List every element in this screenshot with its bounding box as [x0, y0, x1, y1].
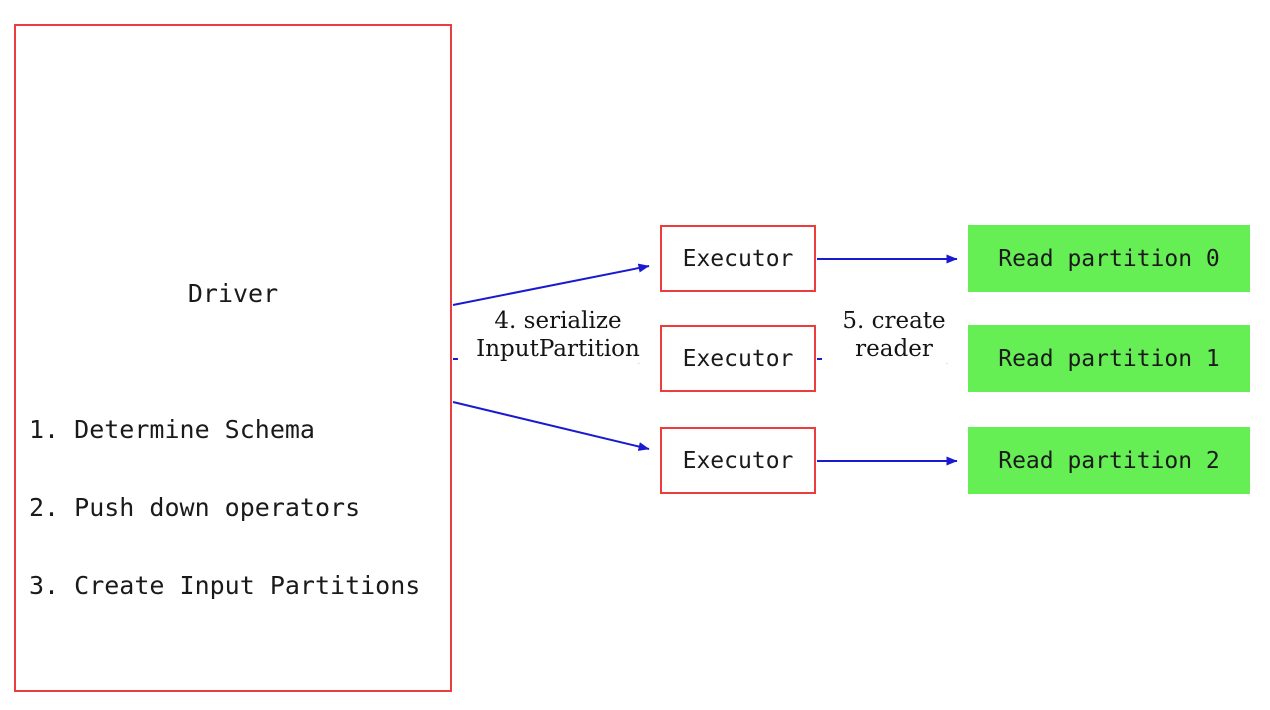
read-partition-node-2[interactable]: Read partition 2: [968, 427, 1250, 494]
edge-label-create-reader-line-2: reader: [855, 336, 933, 362]
executor-node-2[interactable]: Executor: [660, 325, 816, 392]
edge-label-serialize-line-1: 4. serialize: [494, 308, 622, 334]
driver-step-2: 2. Push down operators: [29, 493, 361, 522]
read-partition-node-1[interactable]: Read partition 1: [968, 325, 1250, 392]
executor-node-1[interactable]: Executor: [660, 225, 816, 292]
edge-label-serialize-line-2: InputPartition: [476, 336, 640, 362]
driver-steps-list: 1. Determine Schema 2. Push down operato…: [29, 365, 420, 651]
edge-label-serialize: 4. serialize InputPartition: [458, 307, 658, 363]
edge-label-create-reader: 5. create reader: [822, 307, 966, 363]
driver-step-1: 1. Determine Schema: [29, 415, 315, 444]
driver-title: Driver: [187, 279, 279, 308]
driver-step-3: 3. Create Input Partitions: [29, 571, 421, 600]
edge-driver-to-executor-1: [452, 263, 650, 306]
driver-node[interactable]: Driver 1. Determine Schema 2. Push down …: [14, 24, 452, 692]
edge-label-create-reader-line-1: 5. create: [842, 308, 946, 334]
read-partition-node-0[interactable]: Read partition 0: [968, 225, 1250, 292]
executor-node-3[interactable]: Executor: [660, 427, 816, 494]
edge-driver-to-executor-3: [452, 401, 650, 451]
